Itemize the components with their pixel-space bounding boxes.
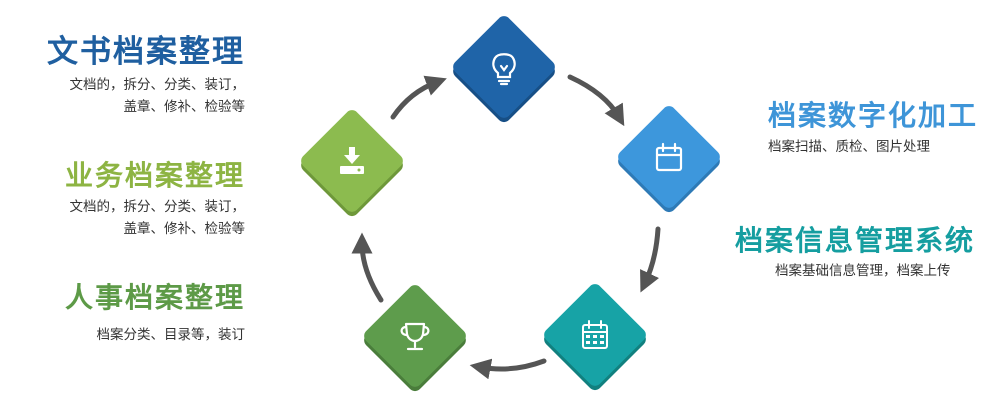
- arrow-5-to-1: [390, 75, 447, 120]
- step-node-4: [364, 285, 466, 392]
- personnel-archive-block: 人事档案整理 档案分类、目录等，装订: [0, 278, 245, 346]
- digitization-block: 档案数字化加工 档案扫描、质检、图片处理: [768, 96, 998, 158]
- step-node-2: [618, 106, 720, 213]
- digitization-desc: 档案扫描、质检、图片处理: [768, 139, 930, 155]
- calendar-icon: [655, 142, 683, 172]
- personnel-archive-desc: 档案分类、目录等，装订: [96, 327, 246, 343]
- doc-archive-title: 文书档案整理: [47, 34, 245, 70]
- step-node-3: [544, 284, 646, 391]
- arrow-4-to-5: [351, 232, 384, 303]
- business-archive-desc-line-1: 文档的，拆分、分类、装订，: [69, 199, 246, 215]
- personnel-archive-title: 人事档案整理: [64, 281, 245, 314]
- info-system-block: 档案信息管理系统 档案基础信息管理，档案上传: [735, 222, 997, 282]
- download-icon: [340, 147, 364, 174]
- business-archive-title: 业务档案整理: [64, 159, 245, 192]
- doc-archive-block: 文书档案整理 文档的，拆分、分类、装订， 盖章、修补、检验等: [0, 30, 245, 118]
- step-node-5: [301, 110, 403, 217]
- calendar-grid-icon: [582, 320, 608, 349]
- digitization-title: 档案数字化加工: [768, 99, 979, 132]
- arrow-1-to-2: [567, 74, 625, 127]
- info-system-desc: 档案基础信息管理，档案上传: [775, 263, 951, 279]
- step-node-1: [453, 16, 555, 123]
- business-archive-desc-line-2: 盖章、修补、检验等: [123, 221, 246, 237]
- doc-archive-desc-line-1: 文档的，拆分、分类、装订，: [69, 77, 246, 93]
- doc-archive-desc-line-2: 盖章、修补、检验等: [123, 99, 246, 115]
- lightbulb-icon: [492, 53, 516, 86]
- trophy-icon: [400, 322, 430, 351]
- business-archive-block: 业务档案整理 文档的，拆分、分类、装订， 盖章、修补、检验等: [0, 156, 245, 240]
- arrow-2-to-3: [640, 226, 661, 293]
- info-system-title: 档案信息管理系统: [735, 224, 976, 257]
- arrow-3-to-4: [469, 358, 547, 380]
